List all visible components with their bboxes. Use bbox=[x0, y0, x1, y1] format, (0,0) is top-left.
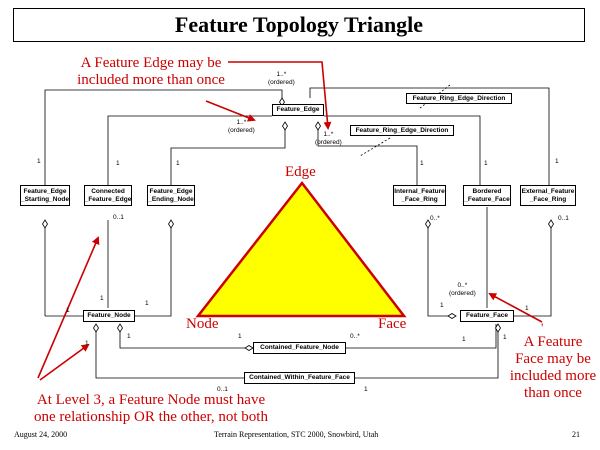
mult-external-top: 1 bbox=[555, 158, 559, 165]
mult-face-left-2: 1 bbox=[462, 336, 466, 343]
mult-node-below: 1 bbox=[85, 340, 89, 347]
mult-right-ordered: 1..* (ordered) bbox=[315, 131, 342, 146]
mult-top-ordered: 1..* (ordered) bbox=[268, 71, 295, 86]
mult-conn-bottom: 0..1 bbox=[113, 214, 124, 221]
class-connected-feature-edge: Connected _Feature_Edge bbox=[84, 185, 132, 206]
footer-page: 21 bbox=[572, 430, 580, 439]
class-internal-face-ring: Internal_Feature _Face_Ring bbox=[393, 185, 446, 206]
class-ring-direction-top: Feature_Ring_Edge_Direction bbox=[406, 93, 512, 104]
mult-node-left: 1 bbox=[66, 307, 70, 314]
mult-cfn-right: 0..* bbox=[350, 333, 360, 340]
class-edge-starting-node: Feature_Edge _Starting_Node bbox=[20, 185, 70, 206]
mult-start-top: 1 bbox=[37, 158, 41, 165]
class-edge-ending-node: Feature_Edge _Ending_Node bbox=[147, 185, 195, 206]
slide-title: Feature Topology Triangle bbox=[13, 8, 585, 42]
footer-date: August 24, 2000 bbox=[14, 430, 68, 439]
mult-conn-top: 1 bbox=[116, 160, 120, 167]
class-feature-face: Feature_Face bbox=[460, 310, 514, 322]
class-contained-feature-node: Contained_Feature_Node bbox=[253, 342, 346, 354]
mult-internal-bottom: 0..* bbox=[430, 215, 440, 222]
annotation-arrows bbox=[37, 61, 543, 381]
mult-external-bottom: 0..1 bbox=[558, 215, 569, 222]
class-bordered-feature-face: Bordered _Feature_Face bbox=[463, 185, 511, 206]
corner-mark: ' bbox=[541, 320, 544, 335]
annotation-feature-face: A Feature Face may be included more than… bbox=[509, 334, 597, 401]
mult-node-under-b: 1 bbox=[127, 333, 131, 340]
mult-cwf-right: 1 bbox=[364, 386, 368, 393]
annotation-feature-node: At Level 3, a Feature Node must have one… bbox=[34, 392, 268, 425]
aggregation-diamonds bbox=[42, 97, 554, 351]
mult-bordered-top: 1 bbox=[484, 160, 488, 167]
triangle-label-face: Face bbox=[378, 316, 407, 332]
class-feature-edge: Feature_Edge bbox=[272, 104, 324, 116]
footer-center: Terrain Representation, STC 2000, Snowbi… bbox=[214, 430, 379, 439]
class-contained-within-feature-face: Contained_Within_Feature_Face bbox=[244, 372, 355, 384]
mult-internal-top: 1 bbox=[420, 160, 424, 167]
mult-cwf-left: 0..1 bbox=[217, 386, 228, 393]
mult-end-top: 1 bbox=[176, 160, 180, 167]
class-ring-direction-mid: Feature_Ring_Edge_Direction bbox=[350, 125, 454, 136]
triangle-label-edge: Edge bbox=[285, 164, 316, 180]
annotation-feature-edge: A Feature Edge may be included more than… bbox=[77, 55, 225, 88]
mult-face-under: 1 bbox=[503, 334, 507, 341]
mult-face-left: 1 bbox=[440, 302, 444, 309]
mult-face-right: 1 bbox=[525, 305, 529, 312]
mult-node-under-a: 1 bbox=[100, 295, 104, 302]
mult-face-ordered: 0..* (ordered) bbox=[449, 282, 476, 297]
mult-cfn-left: 1 bbox=[238, 333, 242, 340]
mult-left-ordered: 1..* (ordered) bbox=[228, 119, 255, 134]
class-feature-node: Feature_Node bbox=[83, 310, 135, 322]
topology-triangle bbox=[195, 180, 407, 318]
class-external-face-ring: External_Feature _Face_Ring bbox=[520, 185, 576, 206]
mult-node-right: 1 bbox=[145, 300, 149, 307]
triangle-label-node: Node bbox=[186, 316, 219, 332]
